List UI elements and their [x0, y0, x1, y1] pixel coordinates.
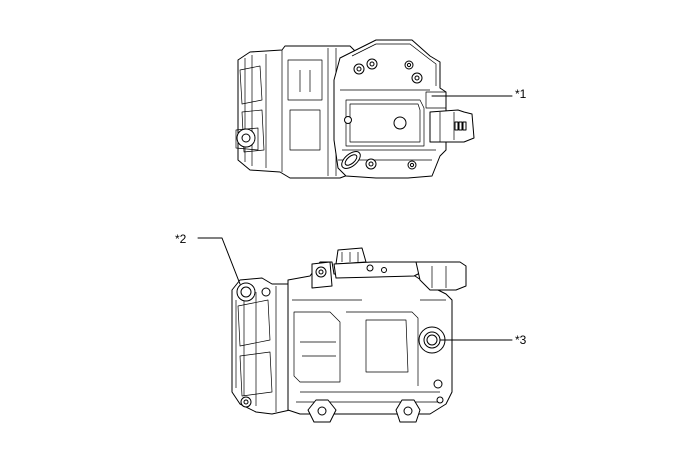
callout-label-2: *2 [175, 232, 187, 246]
leader-line-2 [197, 237, 241, 285]
compressor-side-view [231, 247, 467, 423]
callout-label-3: *3 [515, 333, 527, 347]
callout-label-1: *1 [515, 87, 527, 101]
compressor-top-view [235, 39, 475, 179]
